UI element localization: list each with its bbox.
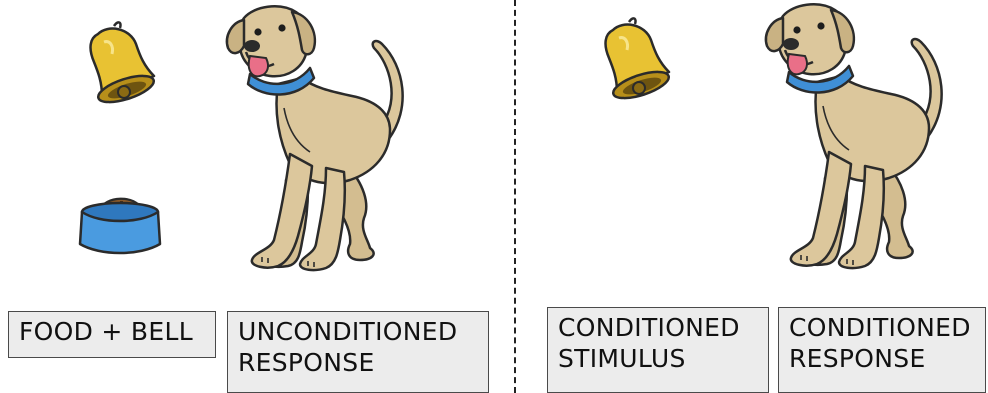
left-panel: FOOD + BELL UNCONDITIONED RESPONSE bbox=[8, 5, 489, 393]
dog-illustration bbox=[764, 3, 943, 270]
unconditioned-response-label: UNCONDITIONED RESPONSE bbox=[227, 311, 489, 393]
right-panel: CONDITIONED STIMULUS CONDITIONED RESPONS… bbox=[525, 0, 988, 393]
response-text-right: RESPONSE bbox=[789, 344, 926, 373]
food-bell-text: FOOD + BELL bbox=[19, 317, 193, 346]
conditioned-stimulus-label: CONDITIONED STIMULUS bbox=[547, 307, 769, 393]
dashed-divider bbox=[514, 0, 516, 393]
response-text-left: RESPONSE bbox=[238, 348, 375, 377]
food-bell-label: FOOD + BELL bbox=[8, 311, 216, 358]
conditioned-response-label: CONDITIONED RESPONSE bbox=[778, 307, 986, 393]
bell-icon bbox=[604, 16, 674, 105]
stimulus-text: STIMULUS bbox=[558, 344, 686, 373]
bell-icon bbox=[89, 20, 159, 109]
conditioned-text-2: CONDITIONED bbox=[789, 313, 971, 342]
dog-illustration bbox=[225, 5, 404, 272]
right-illustrations bbox=[604, 3, 943, 270]
left-illustrations bbox=[78, 5, 404, 272]
unconditioned-text: UNCONDITIONED bbox=[238, 317, 458, 346]
food-bowl-icon bbox=[78, 197, 162, 255]
conditioned-text-1: CONDITIONED bbox=[558, 313, 740, 342]
